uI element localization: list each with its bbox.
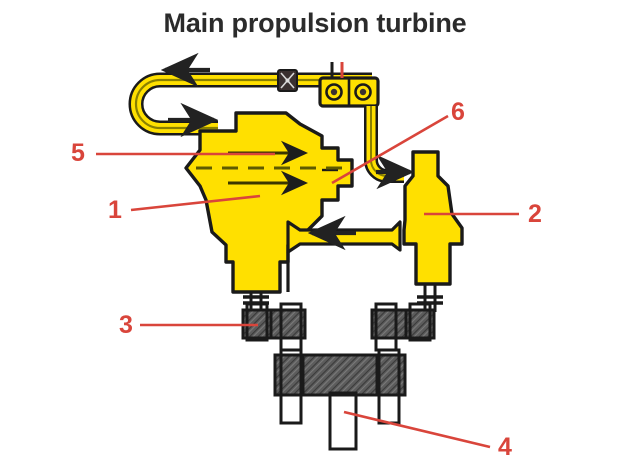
bearing-pedestal[interactable] <box>241 302 436 352</box>
callout-label-5: 5 <box>71 139 85 167</box>
inline-valve[interactable] <box>277 69 298 92</box>
valve-handwheel-1[interactable] <box>325 83 343 101</box>
callout-leader-1 <box>130 194 261 212</box>
callout-label-4: 4 <box>498 433 512 461</box>
page-title: Main propulsion turbine <box>163 8 467 38</box>
callout-leader-4 <box>343 410 491 449</box>
callout-label-3: 3 <box>119 311 133 339</box>
crossover-pipe <box>364 106 404 183</box>
callout-labels: 5 1 6 2 3 4 <box>71 98 542 461</box>
valve-handwheel-2[interactable] <box>354 83 372 101</box>
callout-label-2: 2 <box>528 200 542 228</box>
lp-turbine-casing[interactable] <box>402 150 464 286</box>
flow-arrows <box>160 52 415 251</box>
callout-label-6: 6 <box>451 98 465 126</box>
valve-manifold[interactable] <box>318 62 380 108</box>
reduction-gearbox[interactable] <box>273 348 407 425</box>
callout-leader-6 <box>331 114 449 185</box>
callout-label-1: 1 <box>108 196 122 224</box>
output-shaft[interactable] <box>328 391 358 451</box>
callout-leaders <box>96 114 519 449</box>
